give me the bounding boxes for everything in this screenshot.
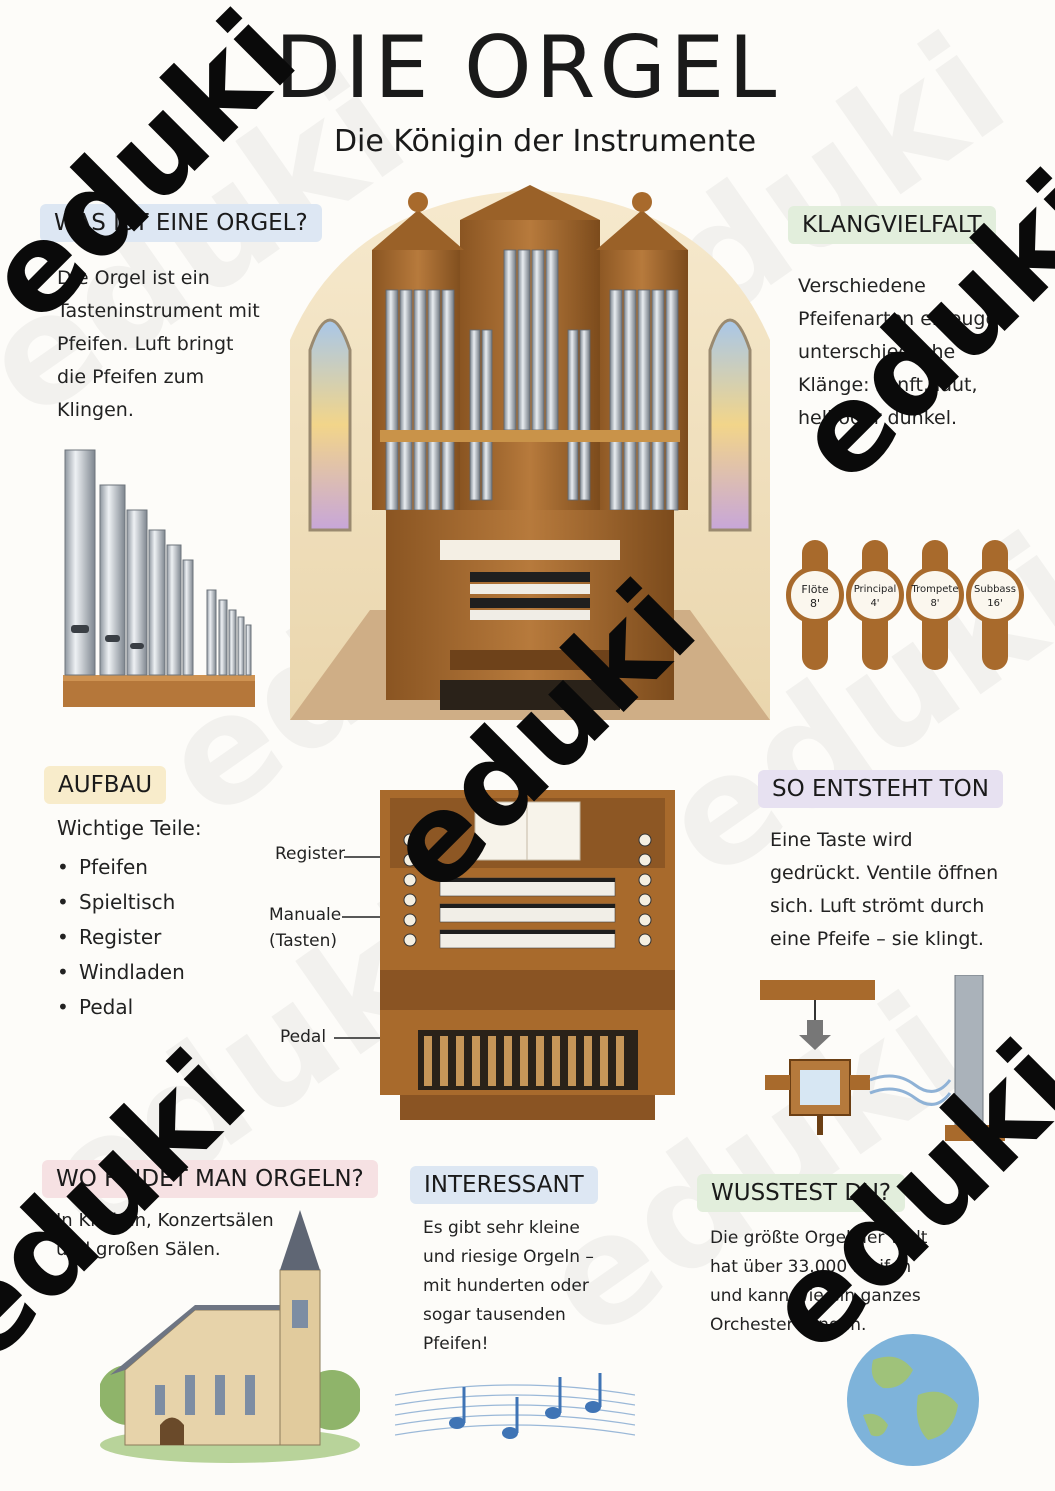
text-line: und großen Sälen. <box>56 1239 221 1260</box>
stop-size: 4' <box>870 598 880 609</box>
section-heading-was: WAS IST EINE ORGEL? <box>40 204 322 242</box>
globe-icon <box>847 1334 979 1466</box>
stop-knob: Trompete 8' <box>906 540 964 670</box>
aufbau-list: Pfeifen Spieltisch Register Windladen Pe… <box>57 850 185 1025</box>
text-line: und kann wie ein ganzes <box>710 1286 921 1306</box>
text-line: sich. Luft strömt durch <box>770 895 985 917</box>
organ-pipes-illustration <box>63 449 255 707</box>
section-heading-ton: SO ENTSTEHT TON <box>758 770 1003 808</box>
music-notes-icon <box>395 1373 635 1439</box>
text-line: Es gibt sehr kleine <box>423 1218 580 1238</box>
text-line: die Pfeifen zum <box>57 366 205 388</box>
section-text-klang: Verschiedene Pfeifenarten erzeugen unter… <box>798 270 1009 435</box>
text-line: hell oder dunkel. <box>798 407 958 429</box>
stop-size: 8' <box>809 597 821 610</box>
label-pedal: Pedal <box>280 1027 327 1047</box>
sound-mechanism-illustration <box>760 975 1005 1141</box>
text-line: Orchester klingen. <box>710 1315 867 1335</box>
section-text-wo: In Kirchen, Konzertsälen und großen Säle… <box>56 1206 274 1264</box>
stop-size: 8' <box>930 598 940 609</box>
section-heading-aufbau: AUFBAU <box>44 766 167 804</box>
label-manuale: Manuale <box>269 905 342 925</box>
church-organ-illustration <box>290 185 770 720</box>
text-line: Pfeifenarten erzeugen <box>798 308 1010 330</box>
section-text-ton: Eine Taste wird gedrückt. Ventile öffnen… <box>770 824 998 956</box>
church-illustration <box>100 1210 360 1463</box>
list-item: Pedal <box>57 990 185 1025</box>
label-tasten: (Tasten) <box>269 931 338 951</box>
section-text-wusstest: Die größte Orgel der Welt hat über 33.00… <box>710 1224 927 1340</box>
text-line: sogar tausenden <box>423 1305 566 1325</box>
text-line: Tasteninstrument mit <box>57 300 260 322</box>
text-line: Eine Taste wird <box>770 829 913 851</box>
text-line: mit hunderten oder <box>423 1276 589 1296</box>
aufbau-intro: Wichtige Teile: <box>57 816 202 840</box>
text-line: Klänge: sanft, laut, <box>798 374 978 396</box>
section-text-interessant: Es gibt sehr kleine und riesige Orgeln –… <box>423 1214 594 1359</box>
list-item: Spieltisch <box>57 885 185 920</box>
poster-title: DIE ORGEL <box>274 18 781 118</box>
section-heading-klang: KLANGVIELFALT <box>788 206 996 244</box>
text-line: Pfeifen! <box>423 1334 489 1354</box>
section-text-was: Die Orgel ist ein Tasteninstrument mit P… <box>57 262 260 427</box>
stop-name: Subbass <box>974 584 1016 595</box>
text-line: Verschiedene <box>798 275 926 297</box>
stop-name: Principal <box>853 584 897 595</box>
text-line: Pfeifen. Luft bringt <box>57 333 234 355</box>
list-item: Register <box>57 920 185 955</box>
stop-knob: Subbass 16' <box>966 540 1024 670</box>
stop-size: 16' <box>987 598 1003 609</box>
stop-knob: Principal 4' <box>846 540 904 670</box>
text-line: und riesige Orgeln – <box>423 1247 594 1267</box>
text-line: eine Pfeife – sie klingt. <box>770 928 984 950</box>
organ-stops-row: Flöte 8' Principal 4' Trompete 8' Subbas… <box>786 540 1026 670</box>
label-register: Register <box>275 844 345 864</box>
list-item: Windladen <box>57 955 185 990</box>
organ-console-illustration <box>380 790 675 1120</box>
section-heading-interessant: INTERESSANT <box>410 1166 598 1204</box>
text-line: Klingen. <box>57 399 134 421</box>
stop-knob: Flöte 8' <box>786 540 844 670</box>
stop-name: Flöte <box>801 583 829 596</box>
text-line: gedrückt. Ventile öffnen <box>770 862 999 884</box>
section-heading-wo: WO FINDET MAN ORGELN? <box>42 1160 378 1198</box>
section-heading-wusstest: WUSSTEST DU? <box>697 1174 906 1212</box>
text-line: hat über 33.000 Pfeifen <box>710 1257 912 1277</box>
text-line: In Kirchen, Konzertsälen <box>56 1210 274 1231</box>
poster-subtitle: Die Königin der Instrumente <box>333 124 757 159</box>
text-line: Die Orgel ist ein <box>57 267 210 289</box>
stop-name: Trompete <box>911 584 959 595</box>
text-line: Die größte Orgel der Welt <box>710 1228 928 1248</box>
text-line: unterschiedliche <box>798 341 956 363</box>
list-item: Pfeifen <box>57 850 185 885</box>
